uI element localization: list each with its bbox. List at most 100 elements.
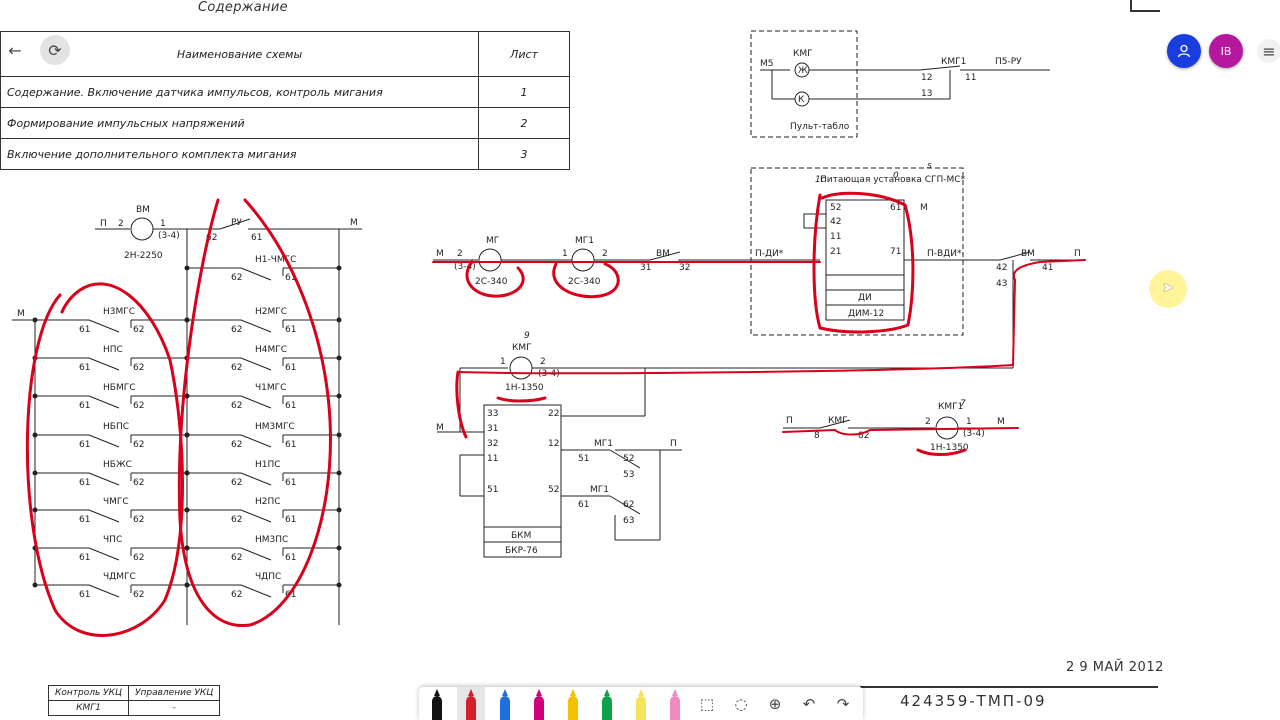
highlighter-yellow-button[interactable]	[627, 687, 655, 720]
highlighter-pink-button[interactable]	[661, 687, 689, 720]
label: 11	[830, 232, 841, 242]
label: К	[798, 95, 805, 105]
contact-label: Н4МГС	[255, 345, 287, 355]
relay-contact	[240, 584, 272, 598]
highlighter-pink-icon	[670, 689, 680, 720]
redo-button[interactable]: ↷	[829, 687, 857, 720]
label: Ж	[798, 66, 808, 76]
terminal-label: 61	[285, 363, 296, 373]
label: КМГ1	[938, 402, 963, 412]
red-pen-icon	[466, 689, 476, 720]
ink-right-line	[782, 427, 1019, 436]
terminal-label: 61	[285, 478, 296, 488]
document-code: 424359-ТМП-09	[900, 692, 1047, 710]
label: М	[997, 417, 1005, 427]
label: 2С-340	[568, 277, 601, 287]
green-pen-button[interactable]	[593, 687, 621, 720]
junction-dot	[336, 470, 342, 476]
ink-note-7: 7	[960, 399, 966, 409]
green-pen-icon	[602, 689, 612, 720]
document-title: Содержание	[198, 0, 288, 15]
ukc-cell-control: КМГ1	[47, 700, 130, 716]
label: 2	[457, 249, 463, 259]
undo-button[interactable]: ↶	[795, 687, 823, 720]
label: 71	[890, 247, 901, 257]
label: 31	[487, 424, 498, 434]
contact-label: НМ3ПС	[255, 535, 288, 545]
user-avatar-ib[interactable]: IB	[1209, 34, 1243, 68]
label: (3-4)	[158, 231, 180, 241]
relay-contact	[240, 319, 272, 333]
terminal-label: 61	[79, 440, 90, 450]
label: 51	[578, 454, 589, 464]
add-icon: ⊕	[768, 694, 782, 713]
label: М	[920, 203, 928, 213]
table-row: Включение дополнительного комплекта мига…	[0, 138, 570, 170]
label: П	[1074, 249, 1081, 259]
contact-label: Н1-ЧМГС	[255, 255, 296, 265]
label: КМГ	[512, 343, 532, 353]
relay-contact	[88, 509, 120, 523]
label: КМГ1	[941, 57, 966, 67]
ukc-cell-management: -	[128, 700, 221, 716]
yellow-pen-button[interactable]	[559, 687, 587, 720]
contents-cell-sheet: 3	[478, 138, 570, 170]
lasso-select-button[interactable]: ⬚	[693, 687, 721, 720]
terminal-label: 62	[133, 401, 144, 411]
terminal-label: 61	[285, 590, 296, 600]
bkm-block	[483, 404, 562, 558]
label: МГ1	[590, 485, 609, 495]
red-pen-button[interactable]	[457, 687, 485, 720]
back-button[interactable]: ←	[0, 35, 30, 65]
label: 1	[966, 417, 972, 427]
sync-button[interactable]: ⟳	[40, 35, 70, 65]
label: (3-4)	[963, 429, 985, 439]
label: П	[100, 219, 107, 229]
terminal-label: 61	[285, 515, 296, 525]
supply-box	[750, 167, 964, 336]
contents-cell-name: Содержание. Включение датчика импульсов,…	[0, 76, 479, 108]
menu-button[interactable]: ≡	[1257, 39, 1280, 63]
shape-select-button[interactable]: ◌	[727, 687, 755, 720]
junction-dot	[336, 265, 342, 271]
label: 32	[679, 263, 690, 273]
junction-dot	[184, 432, 190, 438]
terminal-label: 62	[231, 478, 242, 488]
magenta-pen-icon	[534, 689, 544, 720]
contact-label: ЧПС	[103, 535, 122, 545]
label: 61	[578, 500, 589, 510]
label: П	[670, 439, 677, 449]
black-pen-button[interactable]	[423, 687, 451, 720]
label: (3-4)	[454, 262, 476, 272]
label: 2Н-2250	[124, 251, 163, 261]
terminal-label: 61	[79, 553, 90, 563]
label: 12	[921, 73, 932, 83]
label: 1	[562, 249, 568, 259]
junction-dot	[32, 470, 38, 476]
ink-text: 1с 0 s 9 7	[524, 161, 966, 409]
terminal-label: 62	[133, 515, 144, 525]
label: 82	[858, 431, 869, 441]
ink-note-1s: 1с	[815, 175, 826, 185]
cursor-highlight	[1149, 270, 1187, 308]
ink-circle-mg	[465, 260, 525, 298]
add-button[interactable]: ⊕	[761, 687, 789, 720]
relay-contact	[88, 357, 120, 371]
label: Пульт-табло	[790, 122, 850, 132]
junction-dot	[336, 355, 342, 361]
blue-pen-button[interactable]	[491, 687, 519, 720]
account-avatar[interactable]	[1167, 34, 1201, 68]
junction-dot	[184, 507, 190, 513]
junction-dot	[184, 265, 190, 271]
junction-dot	[32, 432, 38, 438]
terminal-label: 62	[133, 440, 144, 450]
ukc-header-management: Управление УКЦ	[128, 685, 221, 701]
label: КМГ	[793, 49, 813, 59]
label: П5-РУ	[995, 57, 1022, 67]
label: М	[436, 249, 444, 259]
junction-dot	[336, 507, 342, 513]
label: БКР-76	[505, 546, 538, 556]
magenta-pen-button[interactable]	[525, 687, 553, 720]
label: ДИ	[858, 293, 872, 303]
label: МГ1	[575, 236, 594, 246]
